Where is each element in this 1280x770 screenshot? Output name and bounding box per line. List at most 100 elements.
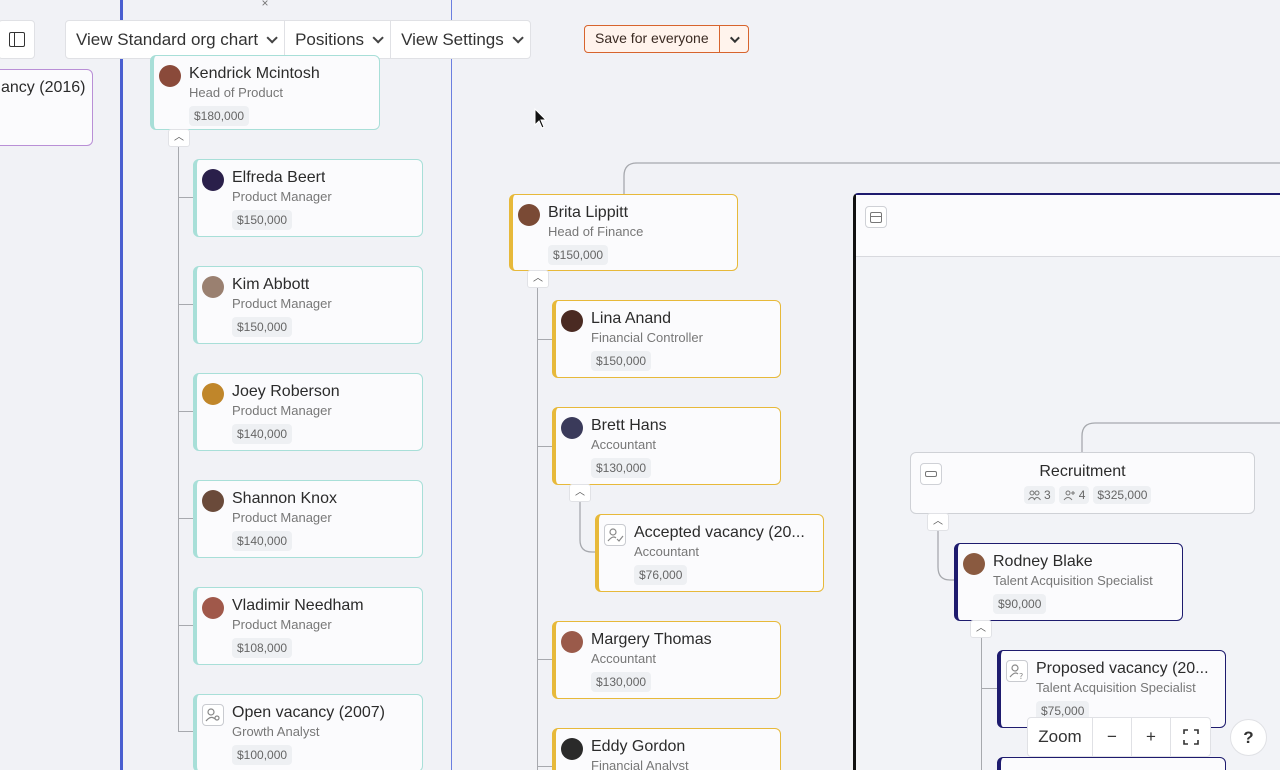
avatar <box>159 65 181 87</box>
org-card[interactable]: Kim Abbott Product Manager $150,000 <box>193 266 423 344</box>
salary-badge: $130,000 <box>591 672 652 692</box>
org-card-open-vacancy[interactable]: Open vacancy (2007) Growth Analyst $100,… <box>193 694 423 770</box>
connector-line <box>937 531 957 581</box>
group-header <box>856 195 1280 257</box>
org-card[interactable]: Lina Anand Financial Controller $150,000 <box>552 300 781 378</box>
partial-card <box>997 757 1226 770</box>
connector-line <box>537 339 553 340</box>
salary-badge: $76,000 <box>634 565 688 585</box>
department-card-recruitment[interactable]: Recruitment 3 4 $325,000 <box>910 452 1255 514</box>
org-card[interactable]: Shannon Knox Product Manager $140,000 <box>193 480 423 558</box>
avatar <box>963 553 985 575</box>
person-name: Brett Hans <box>591 417 667 434</box>
collapse-toggle[interactable]: ︿ <box>970 620 992 638</box>
person-question-icon: ? <box>1006 660 1028 682</box>
fullscreen-icon <box>1182 729 1199 745</box>
svg-text:?: ? <box>1019 672 1023 681</box>
connector-line <box>981 688 997 689</box>
group-layout-icon[interactable] <box>865 206 887 228</box>
avatar <box>202 490 224 512</box>
view-chart-label: View Standard org chart <box>76 29 259 49</box>
avatar <box>518 204 540 226</box>
org-card[interactable]: Margery Thomas Accountant $130,000 <box>552 621 781 699</box>
view-chart-dropdown[interactable]: View Standard org chart <box>66 21 286 58</box>
collapse-toggle[interactable]: ︿ <box>527 270 549 288</box>
person-role: Accountant <box>591 651 657 666</box>
close-icon[interactable]: × <box>261 0 269 10</box>
collapse-toggle[interactable]: ︿ <box>569 484 591 502</box>
salary-badge: $90,000 <box>993 594 1047 614</box>
person-name: Kim Abbott <box>232 276 310 293</box>
department-stats: 3 4 $325,000 <box>1024 486 1152 504</box>
person-name: Shannon Knox <box>232 490 337 507</box>
partial-vacancy-label: ancy (2016) <box>1 79 86 96</box>
collapse-toggle[interactable]: ︿ <box>927 513 949 531</box>
save-for-everyone-button[interactable]: Save for everyone <box>585 26 720 52</box>
person-role: Financial Controller <box>591 330 703 345</box>
avatar <box>202 276 224 298</box>
product-column-frame <box>120 0 452 770</box>
help-button[interactable]: ? <box>1230 719 1267 756</box>
person-name: Rodney Blake <box>993 553 1093 570</box>
connector-line <box>178 411 194 412</box>
org-card[interactable]: Eddy Gordon Financial Analyst <box>552 728 781 770</box>
person-name: Eddy Gordon <box>591 738 686 755</box>
salary-badge: $75,000 <box>1036 701 1090 721</box>
salary-badge: $108,000 <box>232 638 293 658</box>
org-card-head-of-finance[interactable]: Brita Lippitt Head of Finance $150,000 <box>509 194 738 271</box>
connector-line <box>981 638 982 770</box>
org-card-head-of-product[interactable]: Kendrick Mcintosh Head of Product $180,0… <box>150 55 380 130</box>
person-role: Head of Finance <box>548 224 644 239</box>
person-role: Talent Acquisition Specialist <box>993 573 1153 588</box>
avatar <box>202 597 224 619</box>
zoom-in-button[interactable]: + <box>1132 718 1171 756</box>
collapse-toggle[interactable]: ︿ <box>168 129 190 147</box>
person-name: Proposed vacancy (20... <box>1036 660 1209 677</box>
chevron-down-icon <box>266 31 278 44</box>
zoom-out-button[interactable]: − <box>1093 718 1132 756</box>
connector-line <box>178 197 194 198</box>
partial-vacancy-card[interactable]: ancy (2016) <box>0 69 93 146</box>
org-card[interactable]: Brett Hans Accountant $130,000 <box>552 407 781 485</box>
department-title: Recruitment <box>1039 463 1126 480</box>
salary-badge: $150,000 <box>591 351 652 371</box>
org-card[interactable]: Elfreda Beert Product Manager $150,000 <box>193 159 423 237</box>
org-card[interactable]: Vladimir Needham Product Manager $108,00… <box>193 587 423 665</box>
avatar <box>202 383 224 405</box>
chevron-down-icon <box>372 31 384 44</box>
connector-line <box>623 162 1280 194</box>
person-name: Vladimir Needham <box>232 597 364 614</box>
budget-badge: $325,000 <box>1093 486 1152 504</box>
salary-badge: $150,000 <box>232 210 293 230</box>
avatar <box>202 169 224 191</box>
salary-badge: $180,000 <box>189 106 250 126</box>
person-name: Accepted vacancy (20... <box>634 524 805 541</box>
positions-dropdown[interactable]: Positions <box>285 21 392 58</box>
avatar <box>561 631 583 653</box>
view-settings-dropdown[interactable]: View Settings <box>391 21 530 58</box>
person-name: Open vacancy (2007) <box>232 704 385 721</box>
person-role: Product Manager <box>232 510 332 525</box>
mouse-cursor-icon <box>534 108 548 129</box>
org-card-talent-acquisition[interactable]: Rodney Blake Talent Acquisition Speciali… <box>954 543 1183 621</box>
sidebar-icon <box>8 32 25 47</box>
connector-line <box>178 731 194 732</box>
salary-badge: $140,000 <box>232 531 293 551</box>
avatar <box>561 738 583 760</box>
org-card[interactable]: Joey Roberson Product Manager $140,000 <box>193 373 423 451</box>
person-role: Product Manager <box>232 189 332 204</box>
salary-badge: $140,000 <box>232 424 293 444</box>
org-card-accepted-vacancy[interactable]: Accepted vacancy (20... Accountant $76,0… <box>595 514 824 592</box>
chevron-down-icon <box>512 31 524 44</box>
save-options-button[interactable] <box>720 26 748 52</box>
org-card-proposed-vacancy[interactable]: ? Proposed vacancy (20... Talent Acquisi… <box>997 650 1226 728</box>
sidebar-toggle-button[interactable] <box>0 20 35 59</box>
people-icon <box>1028 490 1041 500</box>
person-name: Joey Roberson <box>232 383 340 400</box>
person-role: Product Manager <box>232 617 332 632</box>
connector-line <box>537 288 538 770</box>
connector-line <box>579 502 599 553</box>
fullscreen-button[interactable] <box>1171 718 1210 756</box>
avatar <box>561 310 583 332</box>
connector-line <box>537 659 553 660</box>
